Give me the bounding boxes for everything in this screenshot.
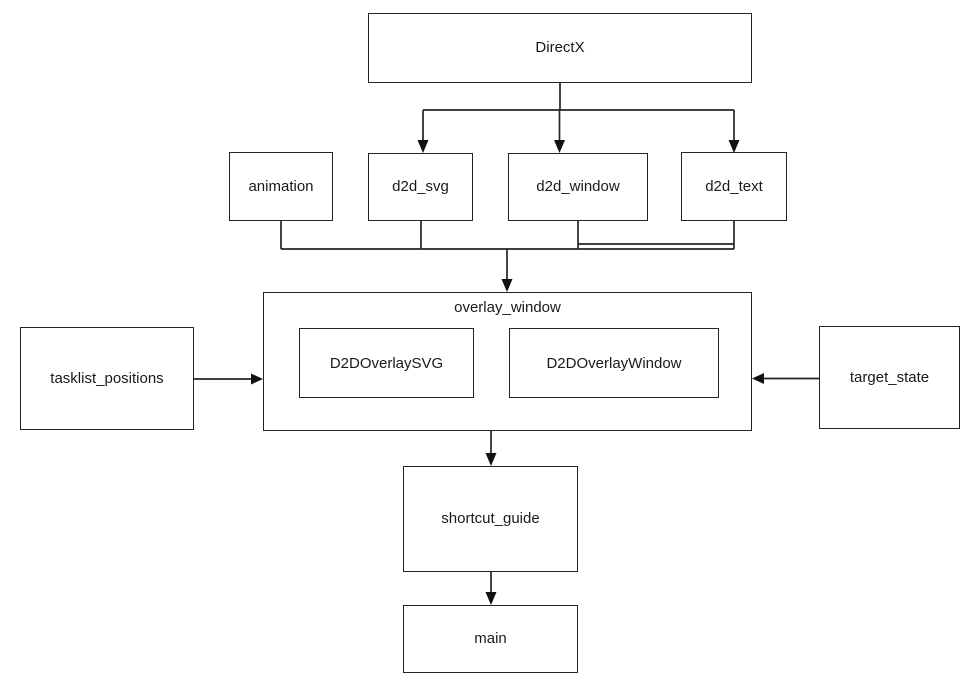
arrowhead-overlay-top	[501, 279, 513, 292]
node-d2d-text-label: d2d_text	[705, 177, 763, 195]
node-d2d-text: d2d_text	[681, 152, 787, 221]
arrowhead-main	[485, 592, 497, 605]
node-main-label: main	[474, 630, 507, 647]
node-shortcut-guide-label: shortcut_guide	[441, 510, 540, 527]
node-d2d-overlay-window: D2DOverlayWindow	[509, 328, 719, 398]
node-d2d-svg: d2d_svg	[368, 153, 473, 221]
node-tasklist-positions-label: tasklist_positions	[50, 369, 164, 387]
arrowhead-d2dwindow	[554, 140, 565, 153]
arrowhead-overlay-left	[251, 373, 263, 385]
arrowhead-overlay-right	[752, 373, 764, 384]
node-overlay-window-label: overlay_window	[454, 299, 561, 316]
node-animation-label: animation	[248, 177, 314, 195]
node-animation: animation	[229, 152, 333, 221]
node-d2d-overlay-svg: D2DOverlaySVG	[299, 328, 474, 398]
node-target-state: target_state	[819, 326, 960, 429]
node-shortcut-guide: shortcut_guide	[403, 466, 578, 572]
node-directx: DirectX	[368, 13, 752, 83]
node-overlay-window: overlay_window D2DOverlaySVG D2DOverlayW…	[263, 292, 752, 431]
node-d2d-overlay-svg-label: D2DOverlaySVG	[329, 354, 444, 372]
arrowhead-shortcut	[485, 453, 497, 466]
node-target-state-label: target_state	[849, 368, 930, 386]
arrowhead-d2dsvg	[417, 140, 429, 153]
node-d2d-svg-label: d2d_svg	[392, 178, 449, 195]
node-d2d-window: d2d_window	[508, 153, 648, 221]
node-d2d-overlay-window-label: D2DOverlayWindow	[546, 354, 682, 372]
node-d2d-window-label: d2d_window	[536, 178, 620, 195]
node-directx-label: DirectX	[535, 39, 585, 56]
node-tasklist-positions: tasklist_positions	[20, 327, 194, 430]
node-main: main	[403, 605, 578, 673]
